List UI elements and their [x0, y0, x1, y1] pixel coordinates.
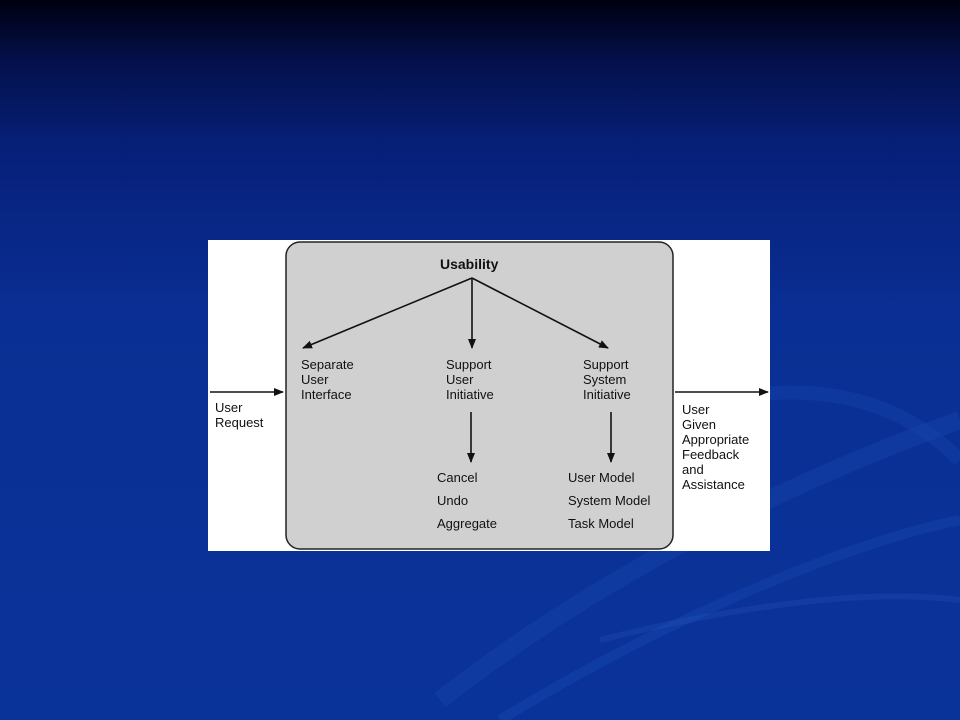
list-item: Task Model: [568, 516, 634, 531]
branch-user-initiative-label: Support User Initiative: [446, 357, 494, 402]
input-label: User Request: [215, 400, 263, 430]
output-label-line: User: [682, 402, 710, 417]
arrow-to-system-initiative: [471, 277, 609, 349]
output-label-line: Given: [682, 417, 716, 432]
list-item: Cancel: [437, 470, 478, 485]
input-label-line: Request: [215, 415, 264, 430]
usability-box: [285, 241, 674, 550]
output-label-line: Feedback: [682, 447, 740, 462]
branch-label-line: Initiative: [583, 387, 631, 402]
list-item: Aggregate: [437, 516, 497, 531]
output-label-line: Appropriate: [682, 432, 750, 447]
user-initiative-items: Cancel Undo Aggregate: [437, 466, 497, 535]
output-label-line: and: [682, 462, 704, 477]
list-item: Undo: [437, 493, 469, 508]
output-label: User Given Appropriate Feedback and Assi…: [682, 402, 749, 492]
system-initiative-items: User Model System Model Task Model: [568, 466, 650, 535]
input-label-line: User: [215, 400, 243, 415]
list-item: System Model: [568, 493, 651, 508]
branch-label-line: System: [583, 372, 627, 387]
list-item: User Model: [568, 470, 635, 485]
diagram-title: Usability: [440, 256, 499, 272]
usability-diagram: Usability User Request Separate User Int…: [208, 240, 770, 551]
branch-label-line: Interface: [301, 387, 352, 402]
branch-label-line: Support: [446, 357, 492, 372]
branch-separate-ui-label: Separate User Interface: [301, 357, 354, 402]
branch-label-line: User: [446, 372, 474, 387]
branch-label-line: Separate: [301, 357, 354, 372]
output-label-line: Assistance: [682, 477, 745, 492]
diagram-graphics: [210, 241, 769, 550]
branch-system-initiative-label: Support System Initiative: [583, 357, 631, 402]
branch-label-line: Initiative: [446, 387, 494, 402]
branch-label-line: Support: [583, 357, 629, 372]
arrow-to-separate-ui: [302, 277, 473, 349]
branch-label-line: User: [301, 372, 329, 387]
